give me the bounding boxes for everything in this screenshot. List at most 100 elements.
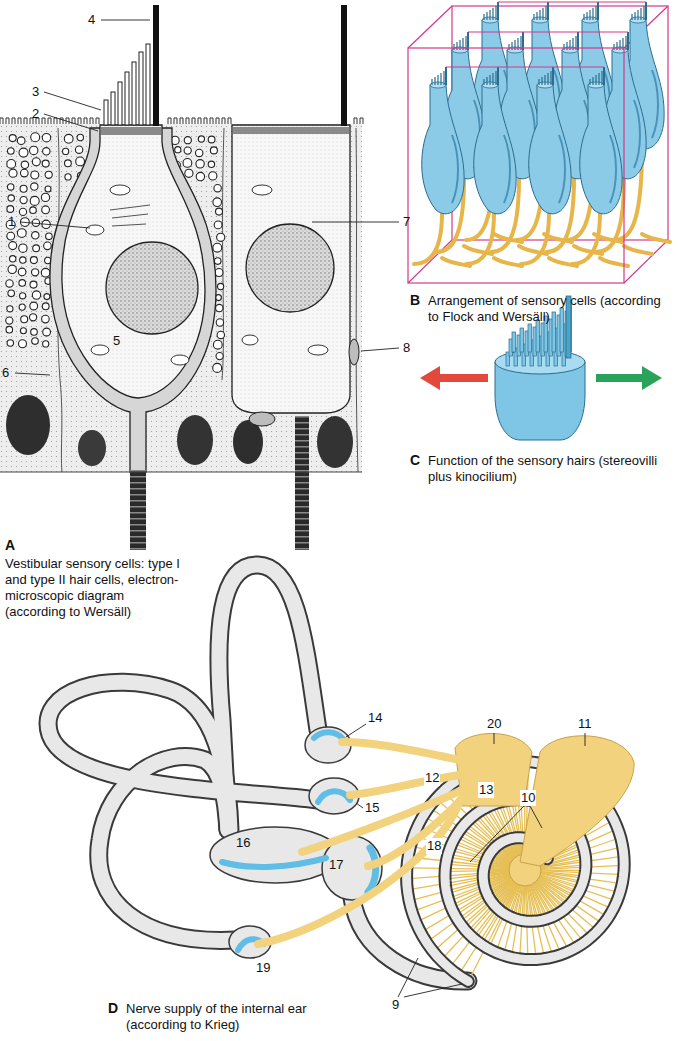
drawing-part — [76, 157, 85, 166]
drawing-part — [10, 256, 16, 262]
drawing-part — [75, 146, 82, 153]
drawing-part — [216, 353, 223, 360]
drawing-part — [445, 67, 447, 85]
drawing-part — [222, 858, 326, 867]
drawing-part — [531, 883, 546, 914]
drawing-part — [31, 329, 38, 336]
drawing-part — [318, 791, 350, 802]
drawing-part — [542, 8, 543, 20]
drawing-part — [46, 233, 53, 240]
drawing-part — [217, 331, 224, 338]
drawing-part — [171, 355, 189, 365]
drawing-part — [446, 2, 646, 67]
drawing-part — [43, 328, 51, 336]
drawing-part — [210, 827, 340, 883]
drawing-part — [492, 8, 493, 20]
drawing-part — [7, 206, 14, 213]
drawing-part — [175, 147, 181, 153]
drawing-part — [414, 213, 442, 264]
drawing-part — [31, 183, 38, 190]
drawing-part — [598, 2, 646, 3]
drawing-part — [106, 242, 198, 334]
drawing-part — [216, 319, 223, 326]
drawing-part — [640, 8, 641, 20]
drawing-part — [48, 565, 468, 981]
drawing-part — [452, 135, 458, 203]
drawing-part — [523, 884, 525, 915]
drawing-part — [545, 6, 546, 20]
drawing-part — [110, 205, 150, 226]
panel-letter: A — [5, 537, 15, 553]
drawing-part — [601, 71, 602, 85]
drawing-part — [42, 315, 50, 323]
callout-number: 8 — [403, 340, 410, 356]
drawing-part — [422, 2, 664, 214]
drawing-part — [184, 137, 191, 144]
drawing-part — [78, 430, 106, 466]
drawing-part — [547, 2, 549, 20]
callout-number: 2 — [32, 106, 39, 122]
drawing-part — [118, 82, 122, 125]
drawing-part — [30, 146, 38, 154]
drawing-part — [468, 32, 523, 33]
drawing-part — [368, 848, 376, 892]
drawing-part — [625, 36, 626, 50]
drawing-part — [30, 281, 37, 288]
drawing-part — [29, 314, 36, 321]
drawing-part — [44, 294, 50, 300]
drawing-part — [214, 221, 222, 229]
drawing-part — [603, 67, 605, 85]
drawing-part — [553, 67, 604, 68]
drawing-part — [45, 186, 51, 192]
panel-letter: D — [108, 1000, 118, 1016]
drawing-part — [443, 71, 444, 85]
drawing-part — [413, 871, 511, 878]
drawing-part — [495, 71, 496, 85]
drawing-part — [146, 44, 150, 125]
drawing-part — [494, 733, 495, 744]
drawing-part — [539, 866, 618, 870]
drawing-part — [216, 304, 223, 311]
drawing-part — [483, 14, 484, 20]
figure-caption: Arrangement of sensory cells (according … — [428, 293, 663, 325]
drawing-part — [408, 48, 624, 283]
drawing-part — [508, 44, 509, 50]
drawing-part — [308, 345, 328, 355]
drawing-part — [349, 339, 359, 365]
drawing-part — [41, 193, 49, 201]
drawing-part — [213, 198, 222, 207]
drawing-part — [434, 77, 435, 85]
drawing-part — [32, 158, 40, 166]
drawing-part — [217, 233, 225, 241]
drawing-part — [627, 32, 629, 50]
drawing-part — [32, 338, 39, 345]
drawing-part — [483, 79, 484, 85]
drawing-part — [589, 10, 590, 20]
drawing-part — [314, 732, 344, 740]
drawing-part — [533, 14, 534, 20]
drawing-part — [252, 185, 272, 195]
drawing-part — [523, 32, 578, 33]
callout-number: 15 — [365, 800, 379, 816]
drawing-part — [583, 14, 584, 20]
drawing-part — [456, 42, 457, 50]
drawing-part — [552, 67, 554, 85]
drawing-part — [642, 234, 670, 242]
callout-number: 16 — [236, 835, 250, 851]
drawing-part — [86, 225, 104, 235]
drawing-part — [317, 416, 353, 468]
drawing-part — [153, 5, 159, 126]
drawing-part — [196, 149, 203, 156]
drawing-part — [446, 67, 498, 68]
figure-caption: Function of the sensory hairs (stereovil… — [428, 453, 663, 485]
drawing-part — [177, 415, 213, 465]
drawing-part — [9, 242, 17, 250]
drawing-part — [577, 32, 579, 50]
drawing-part — [21, 169, 29, 177]
drawing-part — [19, 304, 25, 310]
drawing-part — [550, 71, 551, 85]
drawing-part — [536, 12, 537, 20]
drawing-part — [504, 135, 510, 203]
drawing-part — [559, 135, 565, 203]
